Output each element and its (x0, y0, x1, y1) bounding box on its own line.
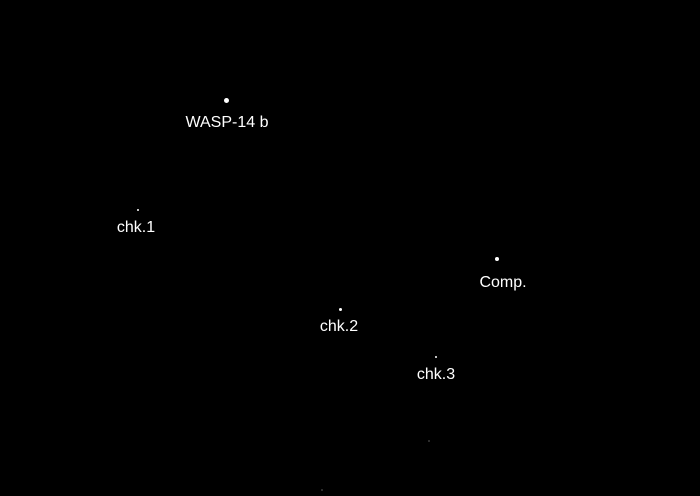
target-star-marker (224, 98, 229, 103)
background-speck (321, 489, 323, 491)
background-speck (428, 440, 430, 442)
comparison-star-label: Comp. (479, 274, 527, 291)
check-star-2-marker (339, 308, 342, 311)
check-star-3-marker (435, 356, 437, 358)
comparison-star-marker (495, 257, 499, 261)
check-star-1-marker (137, 209, 139, 211)
check-star-3-label: chk.3 (416, 366, 456, 383)
check-star-2-label: chk.2 (319, 318, 359, 335)
target-star-label: WASP-14 b (185, 114, 269, 131)
check-star-1-label: chk.1 (116, 219, 156, 236)
